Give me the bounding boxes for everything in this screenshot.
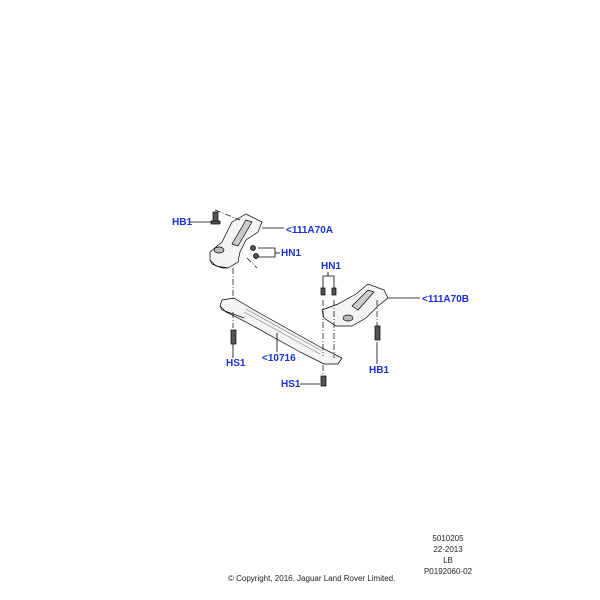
callout-hn1-right[interactable]: HN1 bbox=[281, 248, 302, 259]
diagram-region: LB bbox=[443, 556, 453, 565]
bolt-hb1-right bbox=[374, 325, 381, 341]
nut-hn1-a bbox=[250, 245, 256, 251]
callout-hn1-top[interactable]: HN1 bbox=[321, 261, 342, 272]
leader-lines bbox=[190, 221, 420, 385]
bracket-a bbox=[209, 213, 263, 269]
callout-hb1-left[interactable]: HB1 bbox=[172, 217, 193, 228]
alignment-lines bbox=[214, 209, 378, 375]
callout-hs1-bottom[interactable]: HS1 bbox=[281, 379, 301, 390]
nut-hn1-d bbox=[331, 287, 337, 296]
bolt-hs1-bottom bbox=[320, 375, 327, 387]
bolt-hb1-left bbox=[212, 211, 219, 223]
bolt-hs1-left bbox=[230, 329, 237, 345]
fasteners bbox=[210, 211, 381, 387]
diagram-date: 22-2013 bbox=[433, 545, 463, 554]
crossmember bbox=[219, 297, 343, 365]
callout-hs1-left[interactable]: HS1 bbox=[226, 358, 246, 369]
diagram-id: 5010205 bbox=[432, 534, 464, 543]
callout-bracket-b[interactable]: <111A70B bbox=[422, 294, 469, 305]
callout-bracket-a[interactable]: <111A70A bbox=[286, 225, 333, 236]
diagram-part-ref: P0192060-02 bbox=[423, 567, 473, 576]
callout-crossmember[interactable]: <10716 bbox=[262, 353, 296, 364]
nut-hn1-b bbox=[253, 253, 259, 259]
nut-hn1-c bbox=[320, 287, 326, 296]
copyright: © Copyright, 2016. Jaguar Land Rover Lim… bbox=[228, 574, 396, 583]
callout-hb1-right[interactable]: HB1 bbox=[369, 365, 390, 376]
